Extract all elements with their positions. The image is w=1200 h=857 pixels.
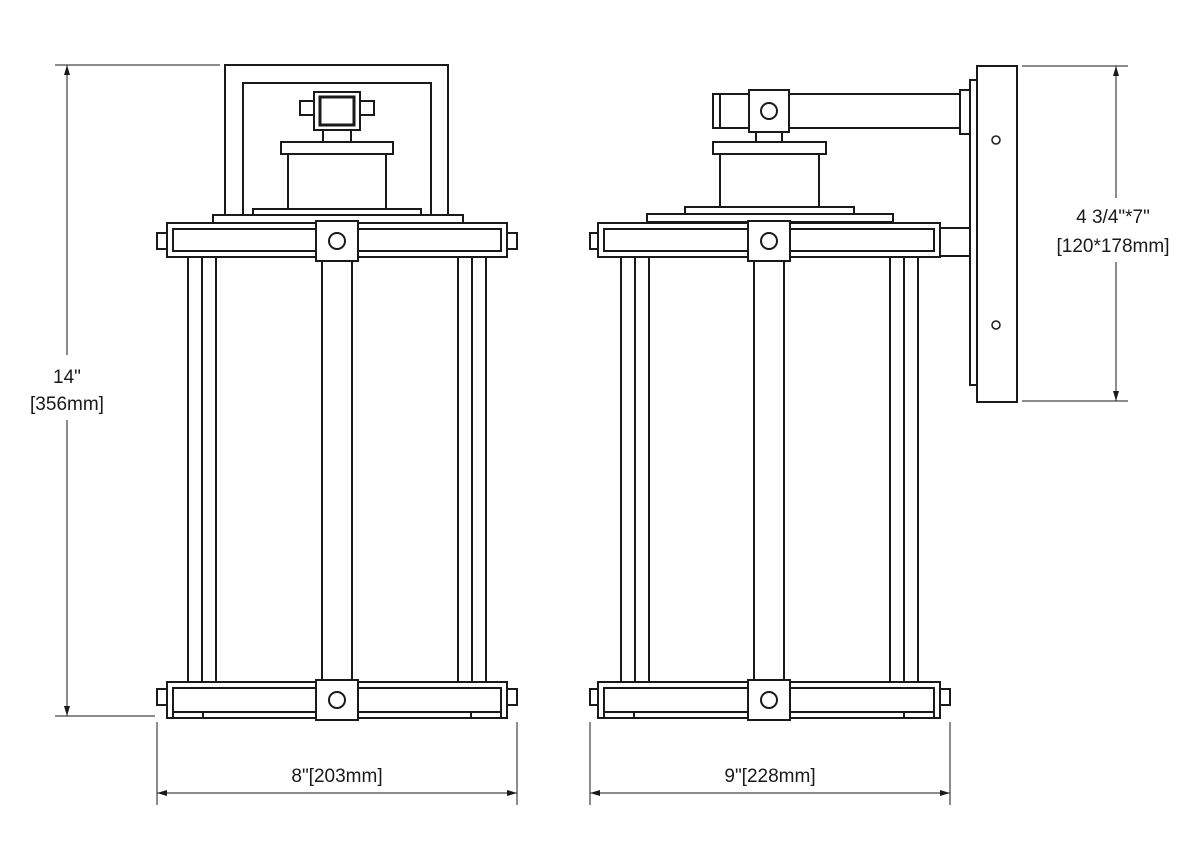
side-hub-top	[747, 220, 791, 262]
front-mount-bracket	[299, 91, 375, 143]
front-hub-bottom	[315, 679, 359, 721]
front-width-label: 8"[203mm]	[291, 766, 382, 787]
side-wallplate	[969, 65, 1018, 403]
backplate-dimension: 4 3/4"*7" [120*178mm]	[1022, 65, 1170, 402]
front-width-dimension: 8"[203mm]	[156, 722, 518, 805]
height-dimension: 14" [356mm]	[30, 64, 220, 717]
side-width-dimension: 9"[228mm]	[589, 722, 951, 805]
front-cap	[212, 141, 464, 224]
backplate-value: 4 3/4"*7"	[1076, 207, 1150, 228]
backplate-metric: [120*178mm]	[1056, 236, 1169, 257]
side-hub-bottom	[747, 679, 791, 721]
height-value: 14"	[53, 367, 81, 388]
side-width-label: 9"[228mm]	[724, 766, 815, 787]
side-posts	[620, 256, 919, 688]
side-view	[589, 65, 1018, 721]
height-metric: [356mm]	[30, 394, 104, 415]
front-hub-top	[315, 220, 359, 262]
side-cap	[646, 141, 894, 223]
front-view	[156, 64, 518, 721]
side-arm	[712, 89, 971, 257]
front-posts	[187, 256, 487, 688]
